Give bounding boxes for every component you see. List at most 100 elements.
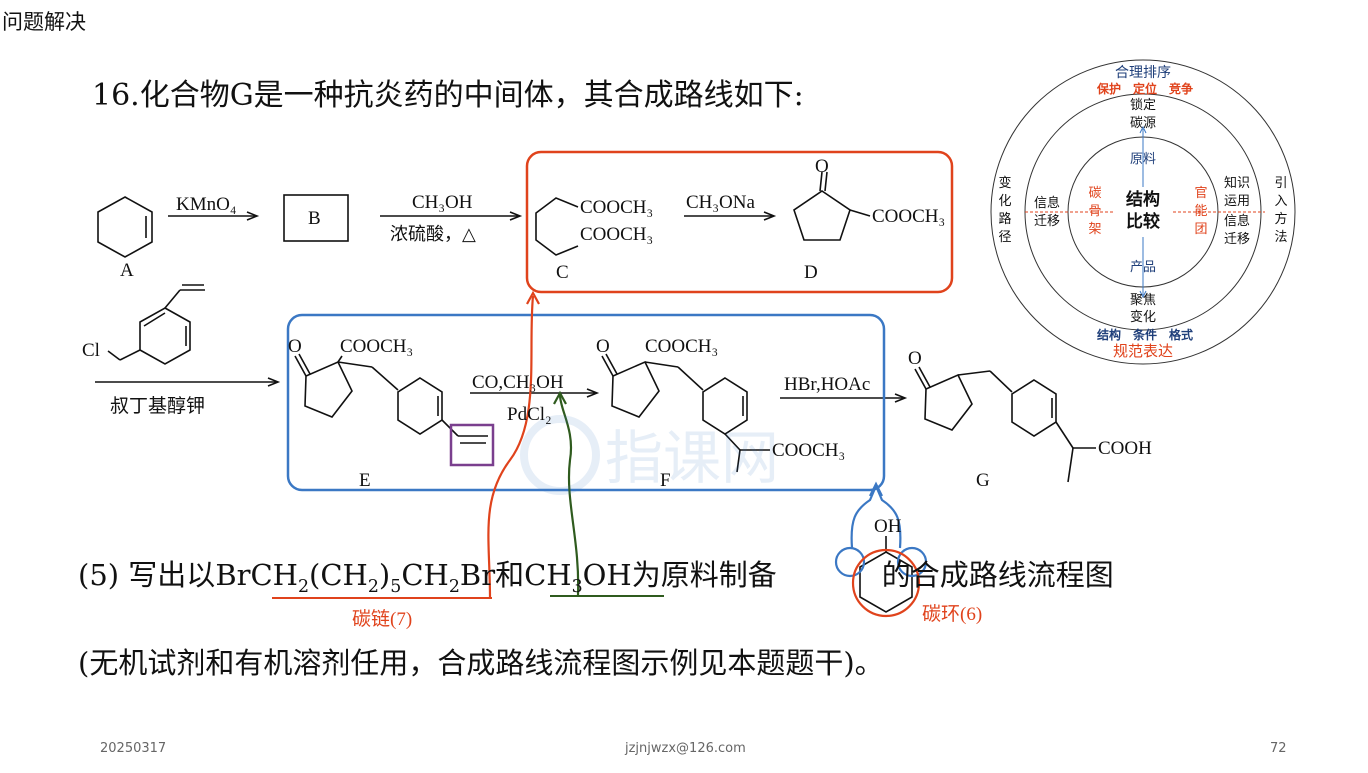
part5-prefix: (5) 写出以 [78, 558, 216, 592]
d-oxygen: O [815, 156, 829, 177]
question-part5: (5) 写出以BrCH2(CH2)5CH2Br和CH3OH为原料制备 的合成路线流… [78, 552, 1114, 597]
reagent-methanol: CH3OH [524, 558, 632, 597]
label-f: F [660, 470, 671, 491]
e-ester: COOCH₃ [340, 336, 413, 357]
footer-date: 20250317 [100, 741, 167, 756]
red-annotation-arrow [487, 295, 535, 599]
mm-ml-1: 迁移 [1034, 213, 1060, 228]
carbon-chain-label: 碳链(7) [352, 608, 412, 630]
green-annotation-arrow [558, 394, 580, 596]
label-c: C [556, 262, 569, 283]
mm-ir-0: 官 [1194, 185, 1207, 200]
e-oxygen: O [288, 336, 302, 357]
reagent-ch3oh: CH₃OH [412, 192, 473, 213]
mm-center-1: 比较 [1126, 211, 1160, 231]
part5-suffix: 的合成路线流程图 [881, 558, 1114, 592]
label-a: A [120, 260, 134, 281]
highlight-box-e-f [286, 313, 886, 492]
mm-inner-top: 原料 [1130, 151, 1156, 166]
mm-mr-3: 迁移 [1224, 231, 1250, 246]
question-title: 16.化合物G是一种抗炎药的中间体，其合成路线如下: [92, 78, 804, 113]
watermark: 指课网 [520, 415, 779, 495]
mm-structure: 结构 [1097, 327, 1121, 342]
part5-conj: 和 [495, 558, 525, 592]
label-b: B [308, 208, 321, 229]
mm-condition: 条件 [1132, 327, 1157, 342]
f-ester: COOCH₃ [772, 440, 845, 461]
part5-mid: 为原料制备 [631, 558, 777, 592]
reagent-hbr-hoac: HBr,HOAc [784, 374, 870, 395]
highlight-box-c-d [525, 150, 954, 294]
g-acid: COOH [1098, 438, 1152, 459]
styrene-cl: Cl [82, 340, 100, 361]
reagent-co-ch3oh: CO,CH₃OH [472, 372, 564, 393]
c-ester-top: COOCH₃ [580, 197, 653, 218]
mm-position: 定位 [1133, 81, 1157, 96]
question-part5-note: (无机试剂和有机溶剂任用，合成路线流程图示例见本题题干)。 [78, 646, 884, 680]
compound-f-ring [611, 360, 660, 418]
highlight-vinyl-box [449, 423, 495, 467]
f-ester-top: COOCH₃ [645, 336, 718, 357]
watermark-text: 指课网 [605, 424, 779, 492]
mm-outer-top: 合理排序 [1115, 65, 1171, 81]
reagent-pdcl2: PdCl₂ [507, 404, 552, 425]
slide-label: 问题解决 [2, 10, 86, 34]
mm-mr-2: 信息 [1224, 213, 1250, 228]
carbon-ring-label: 碳环(6) [922, 603, 982, 625]
mm-ml-0: 信息 [1034, 195, 1060, 210]
target-oh: OH [874, 516, 902, 537]
mm-or-2: 方 [1274, 211, 1287, 226]
footer-page-number: 72 [1270, 741, 1287, 756]
mm-mt-0: 锁定 [1130, 97, 1156, 112]
mm-ol-3: 径 [998, 229, 1011, 244]
mm-ir-1: 能 [1194, 203, 1207, 218]
d-ester: COOCH₃ [872, 206, 945, 227]
mm-center-0: 结构 [1126, 189, 1160, 209]
mm-or-3: 法 [1274, 229, 1287, 244]
mm-il-2: 架 [1088, 221, 1101, 236]
strategy-mindmap: 合理排序 保护 定位 竞争 结构 条件 格式 规范表达 变 化 路 径 引 入 … [990, 59, 1296, 365]
reagent-dibromide: BrCH2(CH2)5CH2Br [215, 558, 496, 597]
label-g: G [976, 470, 990, 491]
mm-mt-1: 碳源 [1130, 115, 1156, 130]
mm-il-1: 骨 [1088, 203, 1101, 218]
compound-e-ring [304, 360, 353, 418]
mm-il-0: 碳 [1088, 185, 1101, 200]
mm-inner-bottom: 产品 [1130, 259, 1156, 274]
vinylbenzyl-ring [139, 307, 191, 365]
reagent-kmno4: KMnO₄ [176, 194, 236, 215]
c-ester-bottom: COOCH₃ [580, 224, 653, 245]
g-oxygen: O [908, 348, 922, 369]
compound-g-benzene [1011, 379, 1057, 437]
mm-ir-2: 团 [1194, 221, 1207, 236]
compound-g-ring [924, 373, 973, 431]
mm-mr-1: 运用 [1224, 193, 1250, 208]
mm-ol-2: 路 [998, 211, 1011, 226]
footer-email: jzjnjwzx@126.com [625, 741, 746, 756]
label-e: E [359, 470, 371, 491]
compound-b-box [283, 194, 349, 242]
compound-c-chain [535, 197, 579, 256]
mm-or-0: 引 [1274, 175, 1287, 190]
mm-format: 格式 [1169, 327, 1193, 342]
mm-ol-1: 化 [998, 193, 1011, 208]
compound-a-ring [97, 196, 153, 258]
f-oxygen: O [596, 336, 610, 357]
ring-highlight-circle [851, 548, 921, 618]
mm-mb-1: 变化 [1130, 309, 1156, 324]
mm-or-1: 入 [1274, 193, 1287, 208]
reagent-ch3ona: CH₃ONa [686, 192, 755, 213]
mm-ol-0: 变 [998, 175, 1011, 190]
compound-d-ring [793, 190, 851, 241]
mm-protect: 保护 [1096, 81, 1121, 96]
target-cyclohexanol-ring [859, 551, 913, 613]
reagent-tbuok: 叔丁基醇钾 [110, 395, 205, 417]
mm-compete: 竞争 [1169, 81, 1193, 96]
compound-e-benzene [397, 377, 443, 435]
mm-outer-bottom: 规范表达 [1113, 343, 1173, 360]
mm-mr-0: 知识 [1224, 175, 1250, 190]
mm-mb-0: 聚焦 [1130, 292, 1156, 307]
reagent-h2so4: 浓硫酸，△ [390, 224, 476, 245]
label-d: D [804, 262, 818, 283]
